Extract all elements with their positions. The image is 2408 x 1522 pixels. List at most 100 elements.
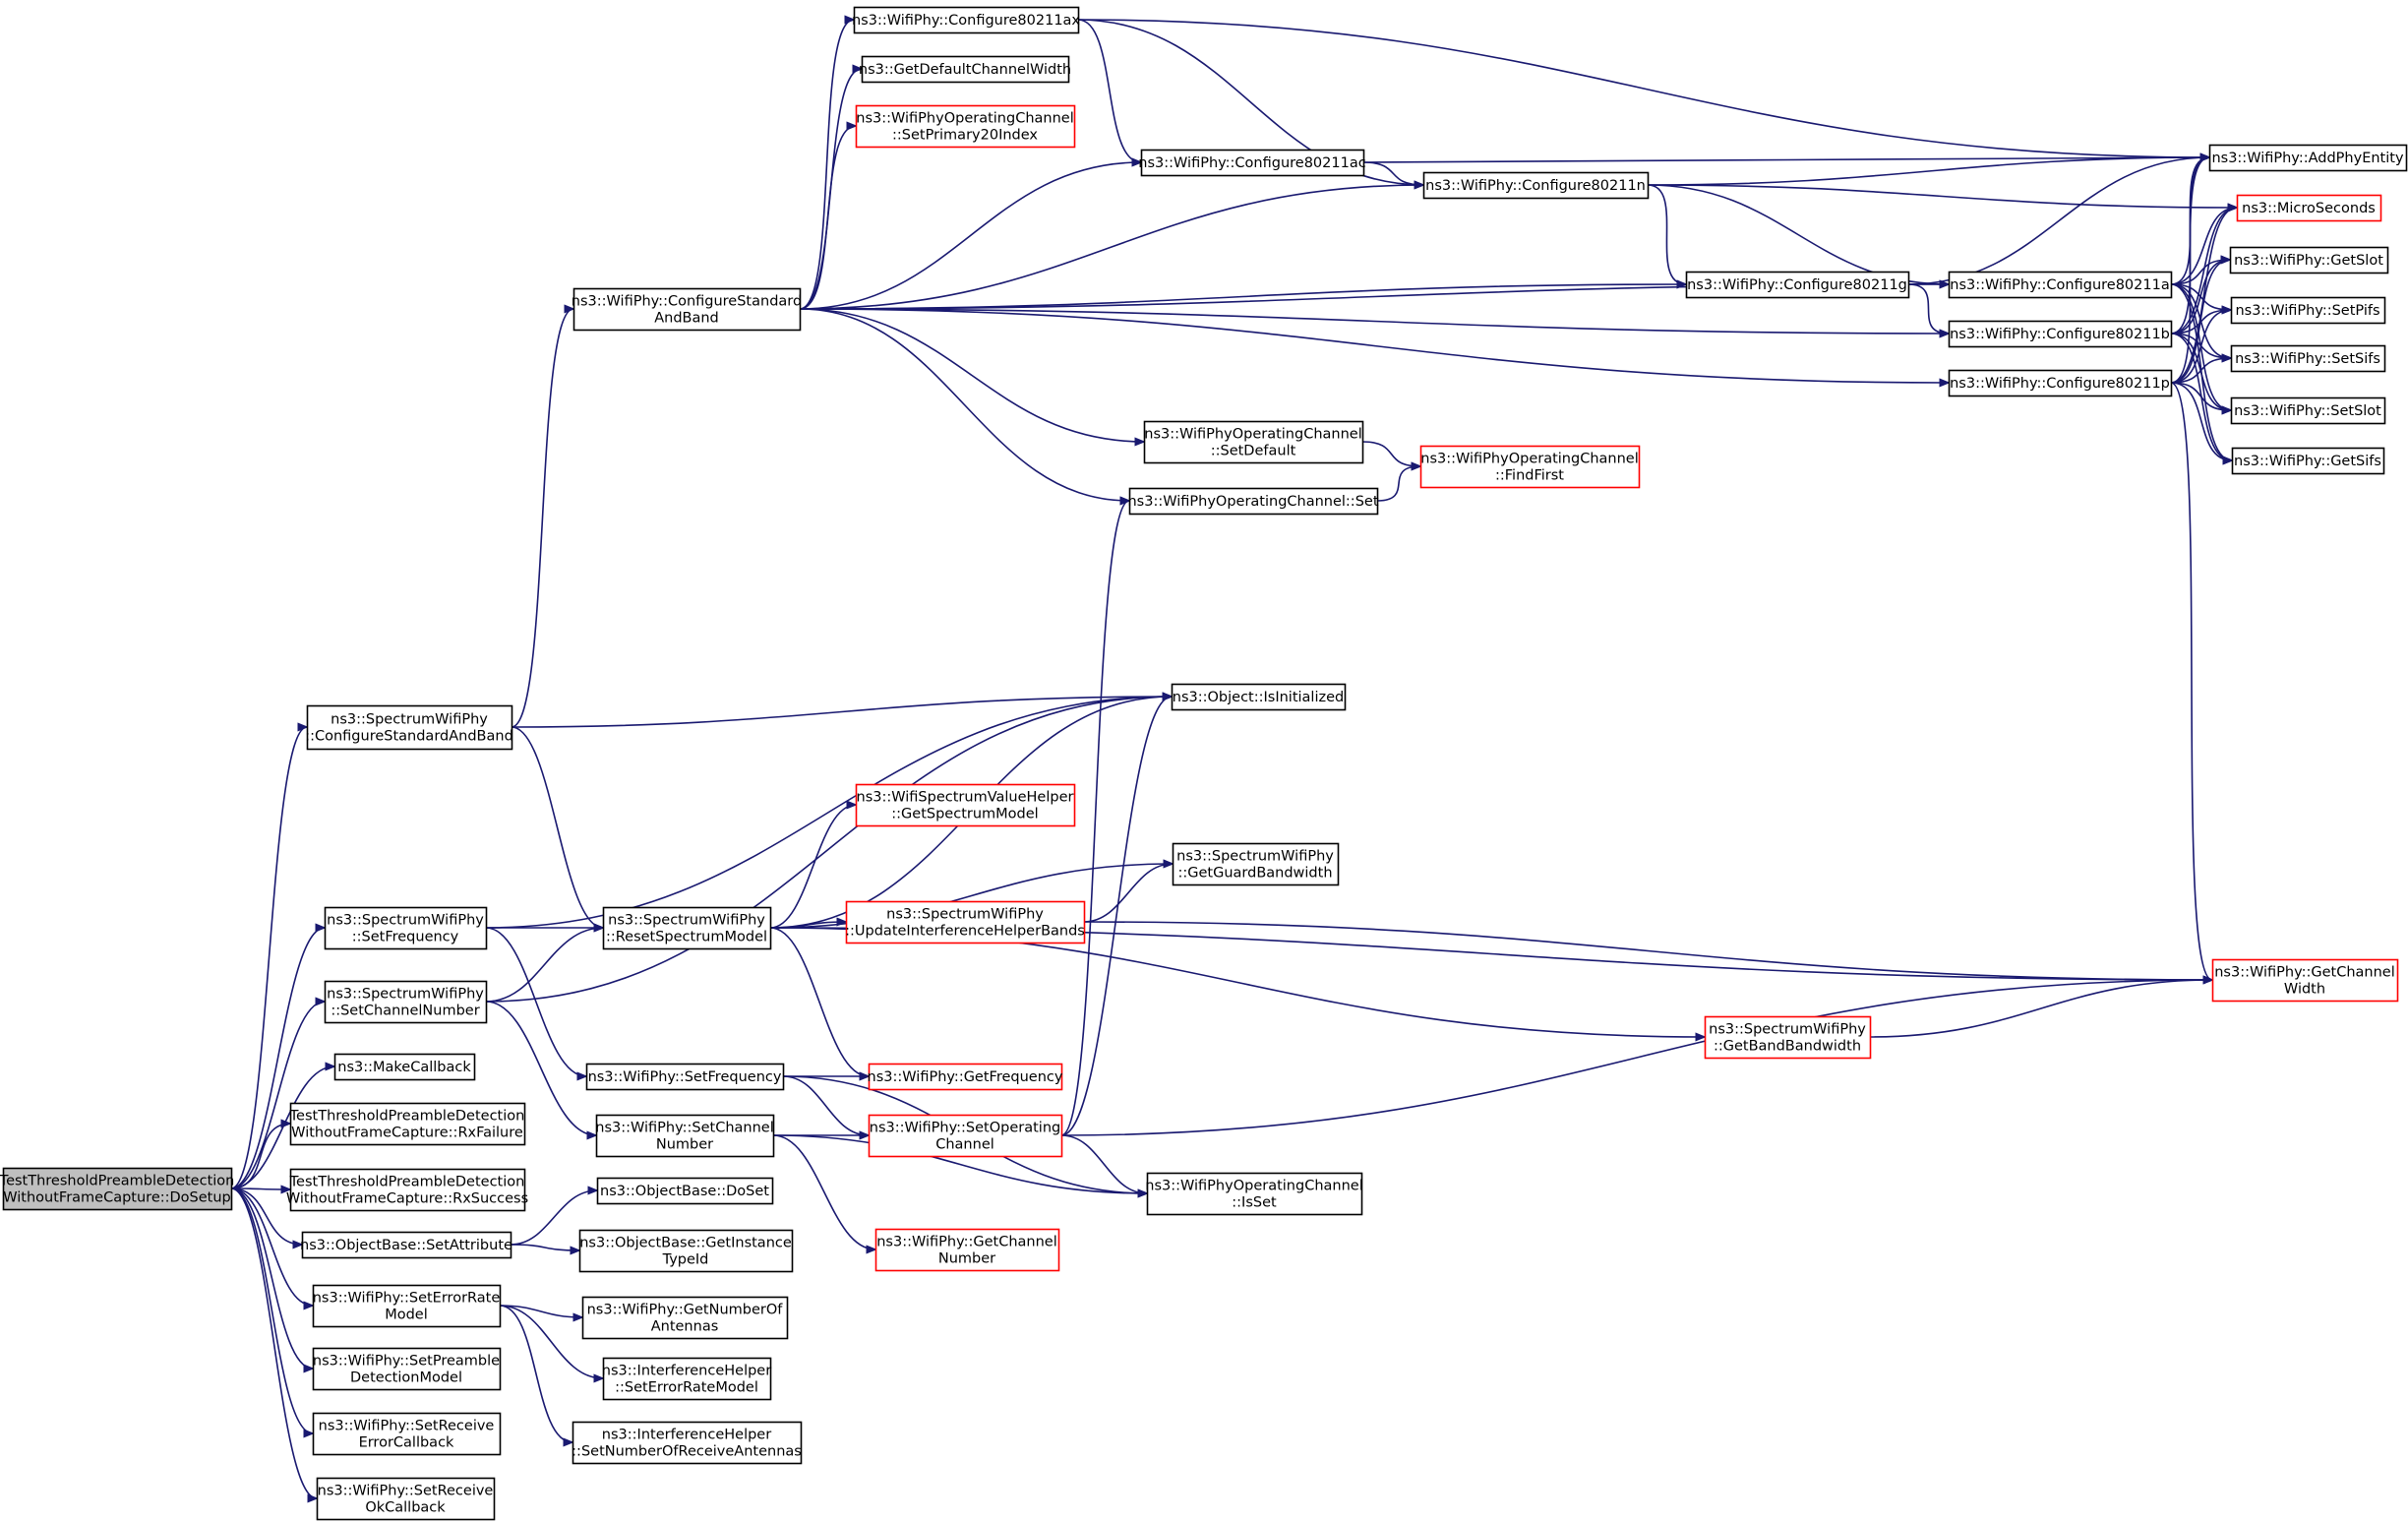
node-ob-setattr[interactable]: ns3::ObjectBase::SetAttribute [300, 1231, 512, 1259]
node-wp-setfreq[interactable]: ns3::WifiPhy::SetFrequency [585, 1063, 785, 1091]
node-swp-getguard[interactable]: ns3::SpectrumWifiPhy::GetGuardBandwidth [1172, 842, 1340, 886]
node-swp-updint[interactable]: ns3::SpectrumWifiPhy::UpdateInterference… [845, 900, 1086, 944]
node-swp-reset[interactable]: ns3::SpectrumWifiPhy::ResetSpectrumModel [602, 906, 772, 950]
node-woc-isset[interactable]: ns3::WifiPhyOperatingChannel::IsSet [1145, 1172, 1363, 1216]
node-microseconds[interactable]: ns3::MicroSeconds [2236, 194, 2382, 222]
node-wp-getfreq[interactable]: ns3::WifiPhy::GetFrequency [868, 1063, 1063, 1091]
node-ih-seterr[interactable]: ns3::InterferenceHelper::SetErrorRateMod… [602, 1357, 772, 1401]
node-woc-setdef[interactable]: ns3::WifiPhyOperatingChannel::SetDefault [1143, 420, 1364, 464]
node-label-line: ns3::WifiPhy::AddPhyEntity [2211, 151, 2403, 166]
node-label-line: ns3::Object::IsInitialized [1173, 690, 1344, 705]
edge-swp-setchan-to-obj-isinit [485, 697, 1172, 1003]
node-wp-c11b[interactable]: ns3::WifiPhy::Configure80211b [1948, 320, 2173, 348]
node-box [2, 1167, 233, 1211]
node-box [1422, 171, 1650, 200]
node-woc-set[interactable]: ns3::WifiPhyOperatingChannel::Set [1127, 487, 1379, 516]
edge-wp-c11p-to-wp-getslot [2170, 260, 2230, 384]
edge-swp-updint-to-swp-getguard [1083, 864, 1173, 923]
node-obj-isinit[interactable]: ns3::Object::IsInitialized [1171, 683, 1347, 711]
node-wp-seterr[interactable]: ns3::WifiPhy::SetErrorRateModel [312, 1284, 502, 1328]
node-wp-configstd[interactable]: ns3::WifiPhy::ConfigureStandardAndBand [572, 287, 802, 332]
edge-wp-c11p-to-wp-addphy [2170, 157, 2209, 384]
node-label-line: Number [656, 1137, 713, 1153]
edge-wp-c11b-to-wp-setslot [2170, 333, 2231, 410]
node-label-line: ns3::ObjectBase::GetInstance [579, 1236, 792, 1251]
node-box [306, 704, 513, 751]
node-box [1419, 445, 1641, 489]
node-wp-c11p[interactable]: ns3::WifiPhy::Configure80211p [1948, 369, 2173, 397]
node-label-line: ns3::WifiPhy::GetFrequency [868, 1069, 1063, 1085]
node-label-line: ErrorCallback [359, 1435, 454, 1451]
node-label-line: TestThresholdPreambleDetection [289, 1175, 525, 1190]
node-label-line: ns3::WifiPhy::SetPreamble [313, 1354, 500, 1370]
node-box [1685, 271, 1910, 299]
edge-wp-c11g-to-wp-c11b [1907, 283, 1949, 334]
node-rxfailure[interactable]: TestThresholdPreambleDetectionWithoutFra… [289, 1102, 526, 1146]
node-wp-setslot[interactable]: ns3::WifiPhy::SetSlot [2230, 396, 2386, 425]
node-label-line: ns3::SpectrumWifiPhy [327, 987, 484, 1003]
edge-wp-configstd-to-wp-c11g [799, 284, 1686, 310]
node-rxsuccess[interactable]: TestThresholdPreambleDetectionWithoutFra… [286, 1168, 528, 1212]
node-box [2230, 296, 2386, 325]
edge-wp-setopch-to-obj-isinit [1060, 697, 1172, 1136]
edge-swp-getband-to-wp-getchw [1869, 980, 2212, 1038]
edge-wp-seterr-to-wp-getnant [499, 1305, 582, 1317]
node-wp-c11ax[interactable]: ns3::WifiPhy::Configure80211ax [852, 6, 1080, 34]
edge-wp-configstd-to-wp-c11b [799, 308, 1949, 334]
edge-root-to-rxsuccess [230, 1188, 290, 1189]
node-label-line: ns3::GetDefaultChannelWidth [859, 62, 1071, 78]
node-root[interactable]: TestThresholdPreambleDetectionWithoutFra… [0, 1167, 234, 1211]
node-swp-setfreq[interactable]: ns3::SpectrumWifiPhy::SetFrequency [324, 906, 488, 950]
node-label-line: ns3::WifiPhy::Configure80211ac [1138, 155, 1365, 171]
edge-wp-c11b-to-microseconds [2170, 208, 2237, 335]
node-label-line: ns3::SpectrumWifiPhy [1709, 1022, 1866, 1038]
node-swp-configstd[interactable]: ns3::SpectrumWifiPhy::ConfigureStandardA… [305, 704, 513, 751]
node-ih-setnrx[interactable]: ns3::InterferenceHelper::SetNumberOfRece… [572, 1421, 803, 1465]
edge-root-to-wp-setpre [230, 1187, 313, 1369]
node-box [581, 1296, 789, 1340]
node-wsvh-getsm[interactable]: ns3::WifiSpectrumValueHelper::GetSpectru… [855, 783, 1076, 827]
node-wp-setchan[interactable]: ns3::WifiPhy::SetChannelNumber [595, 1114, 775, 1158]
node-label-line: AndBand [654, 311, 719, 327]
edge-swp-configstd-to-wp-configstd [511, 309, 573, 728]
node-box [868, 1114, 1063, 1158]
node-box [1146, 1172, 1363, 1216]
node-wp-addphy[interactable]: ns3::WifiPhy::AddPhyEntity [2208, 144, 2408, 172]
node-wp-getsifs[interactable]: ns3::WifiPhy::GetSifs [2231, 447, 2385, 475]
node-label-line: ns3::WifiPhy::SetSifs [2235, 351, 2380, 367]
node-wp-getslot[interactable]: ns3::WifiPhy::GetSlot [2229, 246, 2389, 274]
node-box [1172, 842, 1340, 886]
node-label-line: ns3::WifiPhy::Configure80211a [1950, 277, 2169, 293]
node-box [312, 1347, 502, 1391]
node-wp-c11a[interactable]: ns3::WifiPhy::Configure80211a [1948, 271, 2173, 299]
node-swp-getband[interactable]: ns3::SpectrumWifiPhy::GetBandBandwidth [1704, 1015, 1872, 1060]
node-box [312, 1284, 502, 1328]
edge-wp-c11g-to-wp-addphy [1907, 157, 2209, 285]
node-box [2231, 447, 2385, 475]
node-wp-c11n[interactable]: ns3::WifiPhy::Configure80211n [1422, 171, 1650, 200]
node-wp-c11ac[interactable]: ns3::WifiPhy::Configure80211ac [1138, 149, 1366, 177]
node-woc-findfirst[interactable]: ns3::WifiPhyOperatingChannel::FindFirst [1419, 445, 1641, 489]
node-swp-setchan[interactable]: ns3::SpectrumWifiPhy::SetChannelNumber [324, 980, 488, 1024]
node-woc-setp20[interactable]: ns3::WifiPhyOperatingChannel::SetPrimary… [855, 104, 1076, 149]
edge-wp-c11p-to-wp-getchw [2170, 382, 2212, 980]
node-makecallback[interactable]: ns3::MakeCallback [333, 1053, 476, 1081]
edge-wp-configstd-to-wp-c11n [799, 185, 1423, 310]
edge-wp-c11n-to-wp-c11g [1647, 184, 1686, 284]
edge-wp-setchan-to-woc-isset [772, 1134, 1147, 1193]
node-ob-doset[interactable]: ns3::ObjectBase::DoSet [596, 1177, 774, 1205]
edge-wp-c11p-to-wp-getsifs [2170, 382, 2232, 460]
node-wp-c11g[interactable]: ns3::WifiPhy::Configure80211g [1685, 271, 1910, 299]
node-wp-setsifs[interactable]: ns3::WifiPhy::SetSifs [2230, 344, 2386, 373]
edge-wp-c11p-to-wp-setsifs [2170, 358, 2231, 384]
node-getdefcw[interactable]: ns3::GetDefaultChannelWidth [859, 55, 1071, 84]
node-wp-setpifs[interactable]: ns3::WifiPhy::SetPifs [2230, 296, 2386, 325]
